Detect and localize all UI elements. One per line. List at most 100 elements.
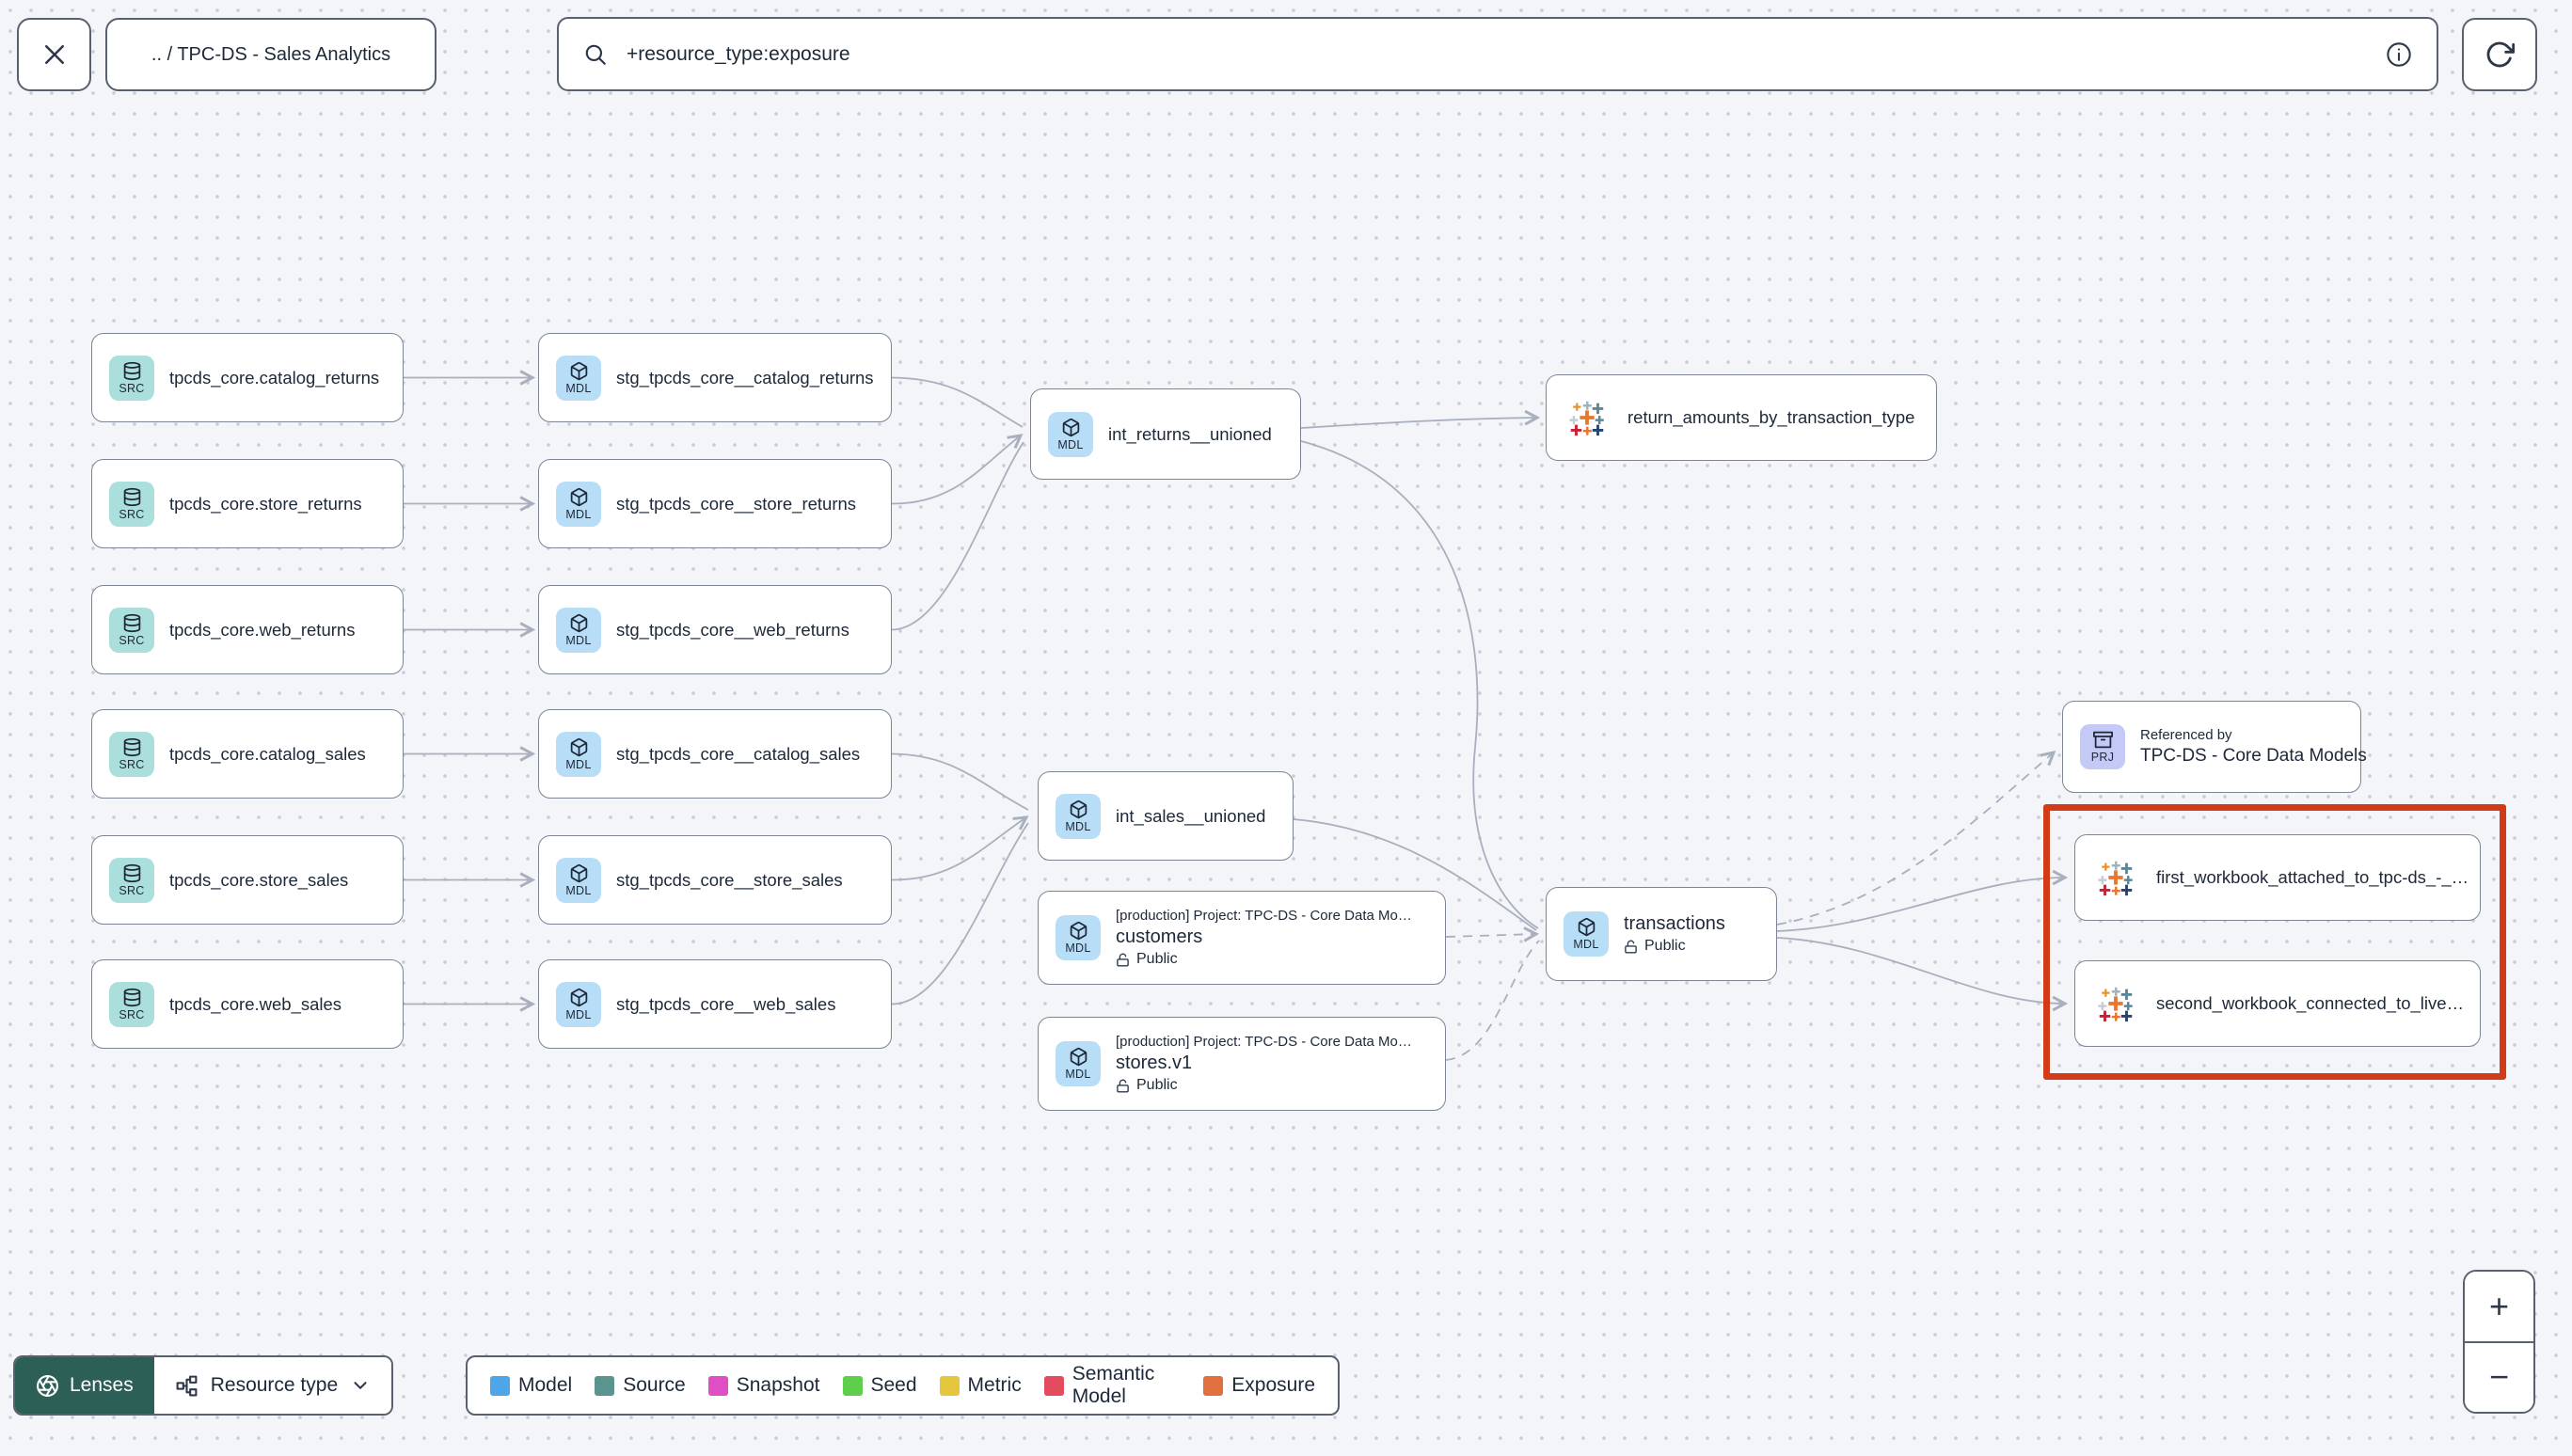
node-stg-tpcds-core-web-returns[interactable]: MDL stg_tpcds_core__web_returns: [538, 585, 892, 674]
node-project-context: [production] Project: TPC-DS - Core Data…: [1116, 1034, 1412, 1050]
node-exposure-second-workbook[interactable]: second_workbook_connected_to_live…: [2074, 960, 2481, 1047]
node-src-tpcds-core-catalog-returns[interactable]: SRC tpcds_core.catalog_returns: [91, 333, 404, 422]
cube-icon: [569, 737, 589, 757]
source-badge: SRC: [109, 607, 154, 653]
model-badge: MDL: [556, 731, 601, 777]
node-title: tpcds_core.web_sales: [169, 993, 342, 1014]
legend-swatch: [1203, 1375, 1224, 1396]
node-stg-tpcds-core-store-returns[interactable]: MDL stg_tpcds_core__store_returns: [538, 459, 892, 548]
source-badge: SRC: [109, 355, 154, 401]
close-icon: [40, 40, 69, 69]
cube-icon: [1069, 799, 1088, 819]
node-src-tpcds-core-store-returns[interactable]: SRC tpcds_core.store_returns: [91, 459, 404, 548]
legend-item-metric: Metric: [939, 1374, 1022, 1397]
database-icon: [122, 487, 142, 507]
node-title: stg_tpcds_core__catalog_returns: [616, 367, 874, 388]
chevron-down-icon: [350, 1375, 371, 1396]
node-title: customers: [1116, 926, 1203, 947]
cube-icon: [1069, 1047, 1088, 1067]
node-referenced-by-project[interactable]: PRJ Referenced by TPC-DS - Core Data Mod…: [2062, 701, 2367, 793]
source-badge: SRC: [109, 481, 154, 527]
node-exposure-return-amounts-by-transaction-type[interactable]: return_amounts_by_transaction_type: [1546, 374, 1937, 461]
node-title: stores.v1: [1116, 1052, 1193, 1073]
node-title: tpcds_core.catalog_sales: [169, 743, 366, 764]
node-title: return_amounts_by_transaction_type: [1627, 407, 1915, 427]
node-src-tpcds-core-web-returns[interactable]: SRC tpcds_core.web_returns: [91, 585, 404, 674]
model-badge: MDL: [1048, 411, 1093, 457]
search-bar[interactable]: [557, 17, 2438, 91]
node-title: TPC-DS - Core Data Models: [2140, 746, 2367, 766]
node-stg-tpcds-core-store-sales[interactable]: MDL stg_tpcds_core__store_sales: [538, 835, 892, 925]
node-title: first_workbook_attached_to_tpc-ds_-_…: [2156, 867, 2469, 887]
lenses-label: Lenses: [70, 1374, 134, 1396]
zoom-controls: + −: [2463, 1270, 2535, 1414]
node-title: stg_tpcds_core__store_returns: [616, 493, 857, 514]
breadcrumb-text: .. / TPC-DS - Sales Analytics: [151, 43, 391, 65]
database-icon: [122, 361, 142, 381]
breadcrumb[interactable]: .. / TPC-DS - Sales Analytics: [105, 18, 437, 91]
node-customers[interactable]: MDL [production] Project: TPC-DS - Core …: [1038, 891, 1446, 985]
node-exposure-first-workbook[interactable]: first_workbook_attached_to_tpc-ds_-_…: [2074, 834, 2481, 921]
resource-type-label: Resource type: [210, 1374, 339, 1396]
node-stg-tpcds-core-catalog-returns[interactable]: MDL stg_tpcds_core__catalog_returns: [538, 333, 892, 422]
model-badge: MDL: [1056, 1041, 1101, 1086]
close-button[interactable]: [17, 18, 91, 91]
legend-swatch: [707, 1375, 728, 1396]
node-title: stg_tpcds_core__web_sales: [616, 993, 836, 1014]
database-icon: [122, 863, 142, 883]
node-src-tpcds-core-catalog-sales[interactable]: SRC tpcds_core.catalog_sales: [91, 709, 404, 799]
node-title: stg_tpcds_core__web_returns: [616, 619, 849, 640]
node-title: int_returns__unioned: [1108, 423, 1272, 444]
node-stg-tpcds-core-web-sales[interactable]: MDL stg_tpcds_core__web_sales: [538, 959, 892, 1049]
node-title: tpcds_core.store_sales: [169, 869, 349, 890]
legend-item-source: Source: [595, 1374, 686, 1397]
hierarchy-icon: [175, 1374, 198, 1398]
cube-icon: [569, 613, 589, 633]
lenses-button[interactable]: Lenses: [15, 1357, 154, 1414]
model-badge: MDL: [556, 857, 601, 903]
node-title: tpcds_core.catalog_returns: [169, 367, 380, 388]
source-badge: SRC: [109, 857, 154, 903]
cube-icon: [1061, 418, 1081, 437]
model-badge: MDL: [1564, 911, 1609, 957]
cube-icon: [569, 988, 589, 1007]
model-badge: MDL: [556, 355, 601, 401]
database-icon: [122, 988, 142, 1007]
resource-type-legend: Model Source Snapshot Seed Metric Semant…: [466, 1355, 1340, 1416]
node-stg-tpcds-core-catalog-sales[interactable]: MDL stg_tpcds_core__catalog_sales: [538, 709, 892, 799]
cube-icon: [1577, 917, 1596, 937]
legend-item-model: Model: [490, 1374, 572, 1397]
model-badge: MDL: [556, 607, 601, 653]
source-badge: SRC: [109, 981, 154, 1027]
node-stores-v1[interactable]: MDL [production] Project: TPC-DS - Core …: [1038, 1017, 1446, 1111]
search-input[interactable]: [627, 42, 2367, 66]
cube-icon: [1069, 921, 1088, 941]
legend-item-snapshot: Snapshot: [707, 1374, 820, 1397]
unlock-icon: [1624, 940, 1638, 954]
zoom-in-button[interactable]: +: [2465, 1272, 2533, 1341]
tableau-icon: [1565, 396, 1609, 439]
source-badge: SRC: [109, 731, 154, 777]
legend-swatch: [595, 1375, 615, 1396]
node-title: stg_tpcds_core__catalog_sales: [616, 743, 861, 764]
legend-swatch: [1043, 1375, 1064, 1396]
resource-type-dropdown[interactable]: Resource type: [153, 1357, 392, 1414]
node-int-sales-unioned[interactable]: MDL int_sales__unioned: [1038, 771, 1294, 861]
refresh-button[interactable]: [2462, 18, 2537, 91]
zoom-out-button[interactable]: −: [2465, 1340, 2533, 1412]
node-access: Public: [1116, 951, 1412, 968]
legend-item-semantic-model: Semantic Model: [1043, 1363, 1182, 1408]
info-icon[interactable]: [2386, 41, 2412, 68]
referenced-by-label: Referenced by: [2140, 727, 2232, 743]
model-badge: MDL: [556, 481, 601, 527]
node-src-tpcds-core-web-sales[interactable]: SRC tpcds_core.web_sales: [91, 959, 404, 1049]
project-badge: PRJ: [2080, 724, 2125, 769]
model-badge: MDL: [1056, 793, 1101, 839]
node-title: transactions: [1624, 913, 1725, 934]
node-transactions[interactable]: MDL transactions Public: [1546, 887, 1777, 981]
cube-icon: [569, 361, 589, 381]
node-src-tpcds-core-store-sales[interactable]: SRC tpcds_core.store_sales: [91, 835, 404, 925]
node-int-returns-unioned[interactable]: MDL int_returns__unioned: [1030, 388, 1301, 480]
